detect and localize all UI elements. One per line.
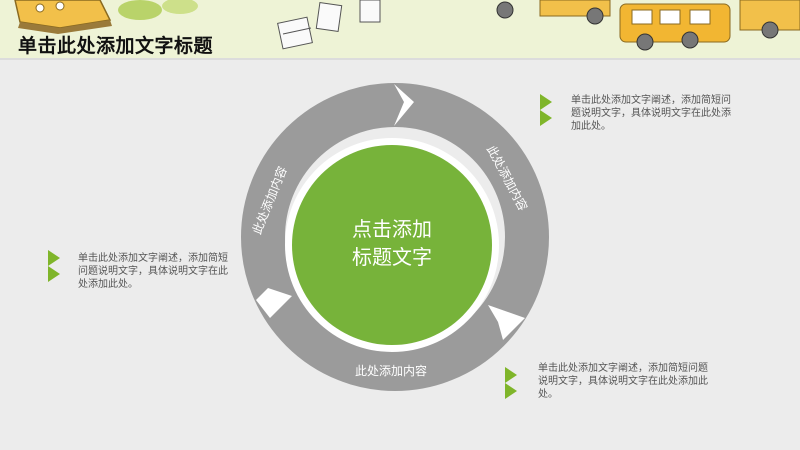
- center-title-line2: 标题文字: [352, 245, 432, 269]
- green-arrow-icon: [540, 94, 552, 126]
- center-circle[interactable]: [292, 145, 492, 345]
- note-left[interactable]: 单击此处添加文字阐述，添加简短问题说明文字，具体说明文字在此处添加此处。: [78, 253, 228, 290]
- header-divider: [0, 58, 800, 60]
- arrow-separator-top: [394, 84, 414, 126]
- cycle-ring: [241, 83, 549, 391]
- segment-label-bottom: 此处添加内容: [355, 363, 427, 378]
- center-title-line1: 点击添加: [352, 217, 432, 241]
- slide-title[interactable]: 单击此处添加文字标题: [18, 35, 214, 57]
- arrow-separator-left: [256, 288, 292, 318]
- note-top-right[interactable]: 单击此处添加文字阐述，添加简短问题说明文字，具体说明文字在此处添加此处。: [571, 95, 731, 132]
- cartoon-illustration: [14, 0, 800, 51]
- green-arrow-icon: [505, 367, 517, 399]
- arrow-separator-right: [488, 305, 525, 340]
- green-arrow-icon: [48, 250, 60, 282]
- note-bottom-right[interactable]: 单击此处添加文字阐述，添加简短问题说明文字，具体说明文字在此处添加此处。: [538, 363, 708, 400]
- header-banner: 单击此处添加文字标题: [0, 0, 800, 58]
